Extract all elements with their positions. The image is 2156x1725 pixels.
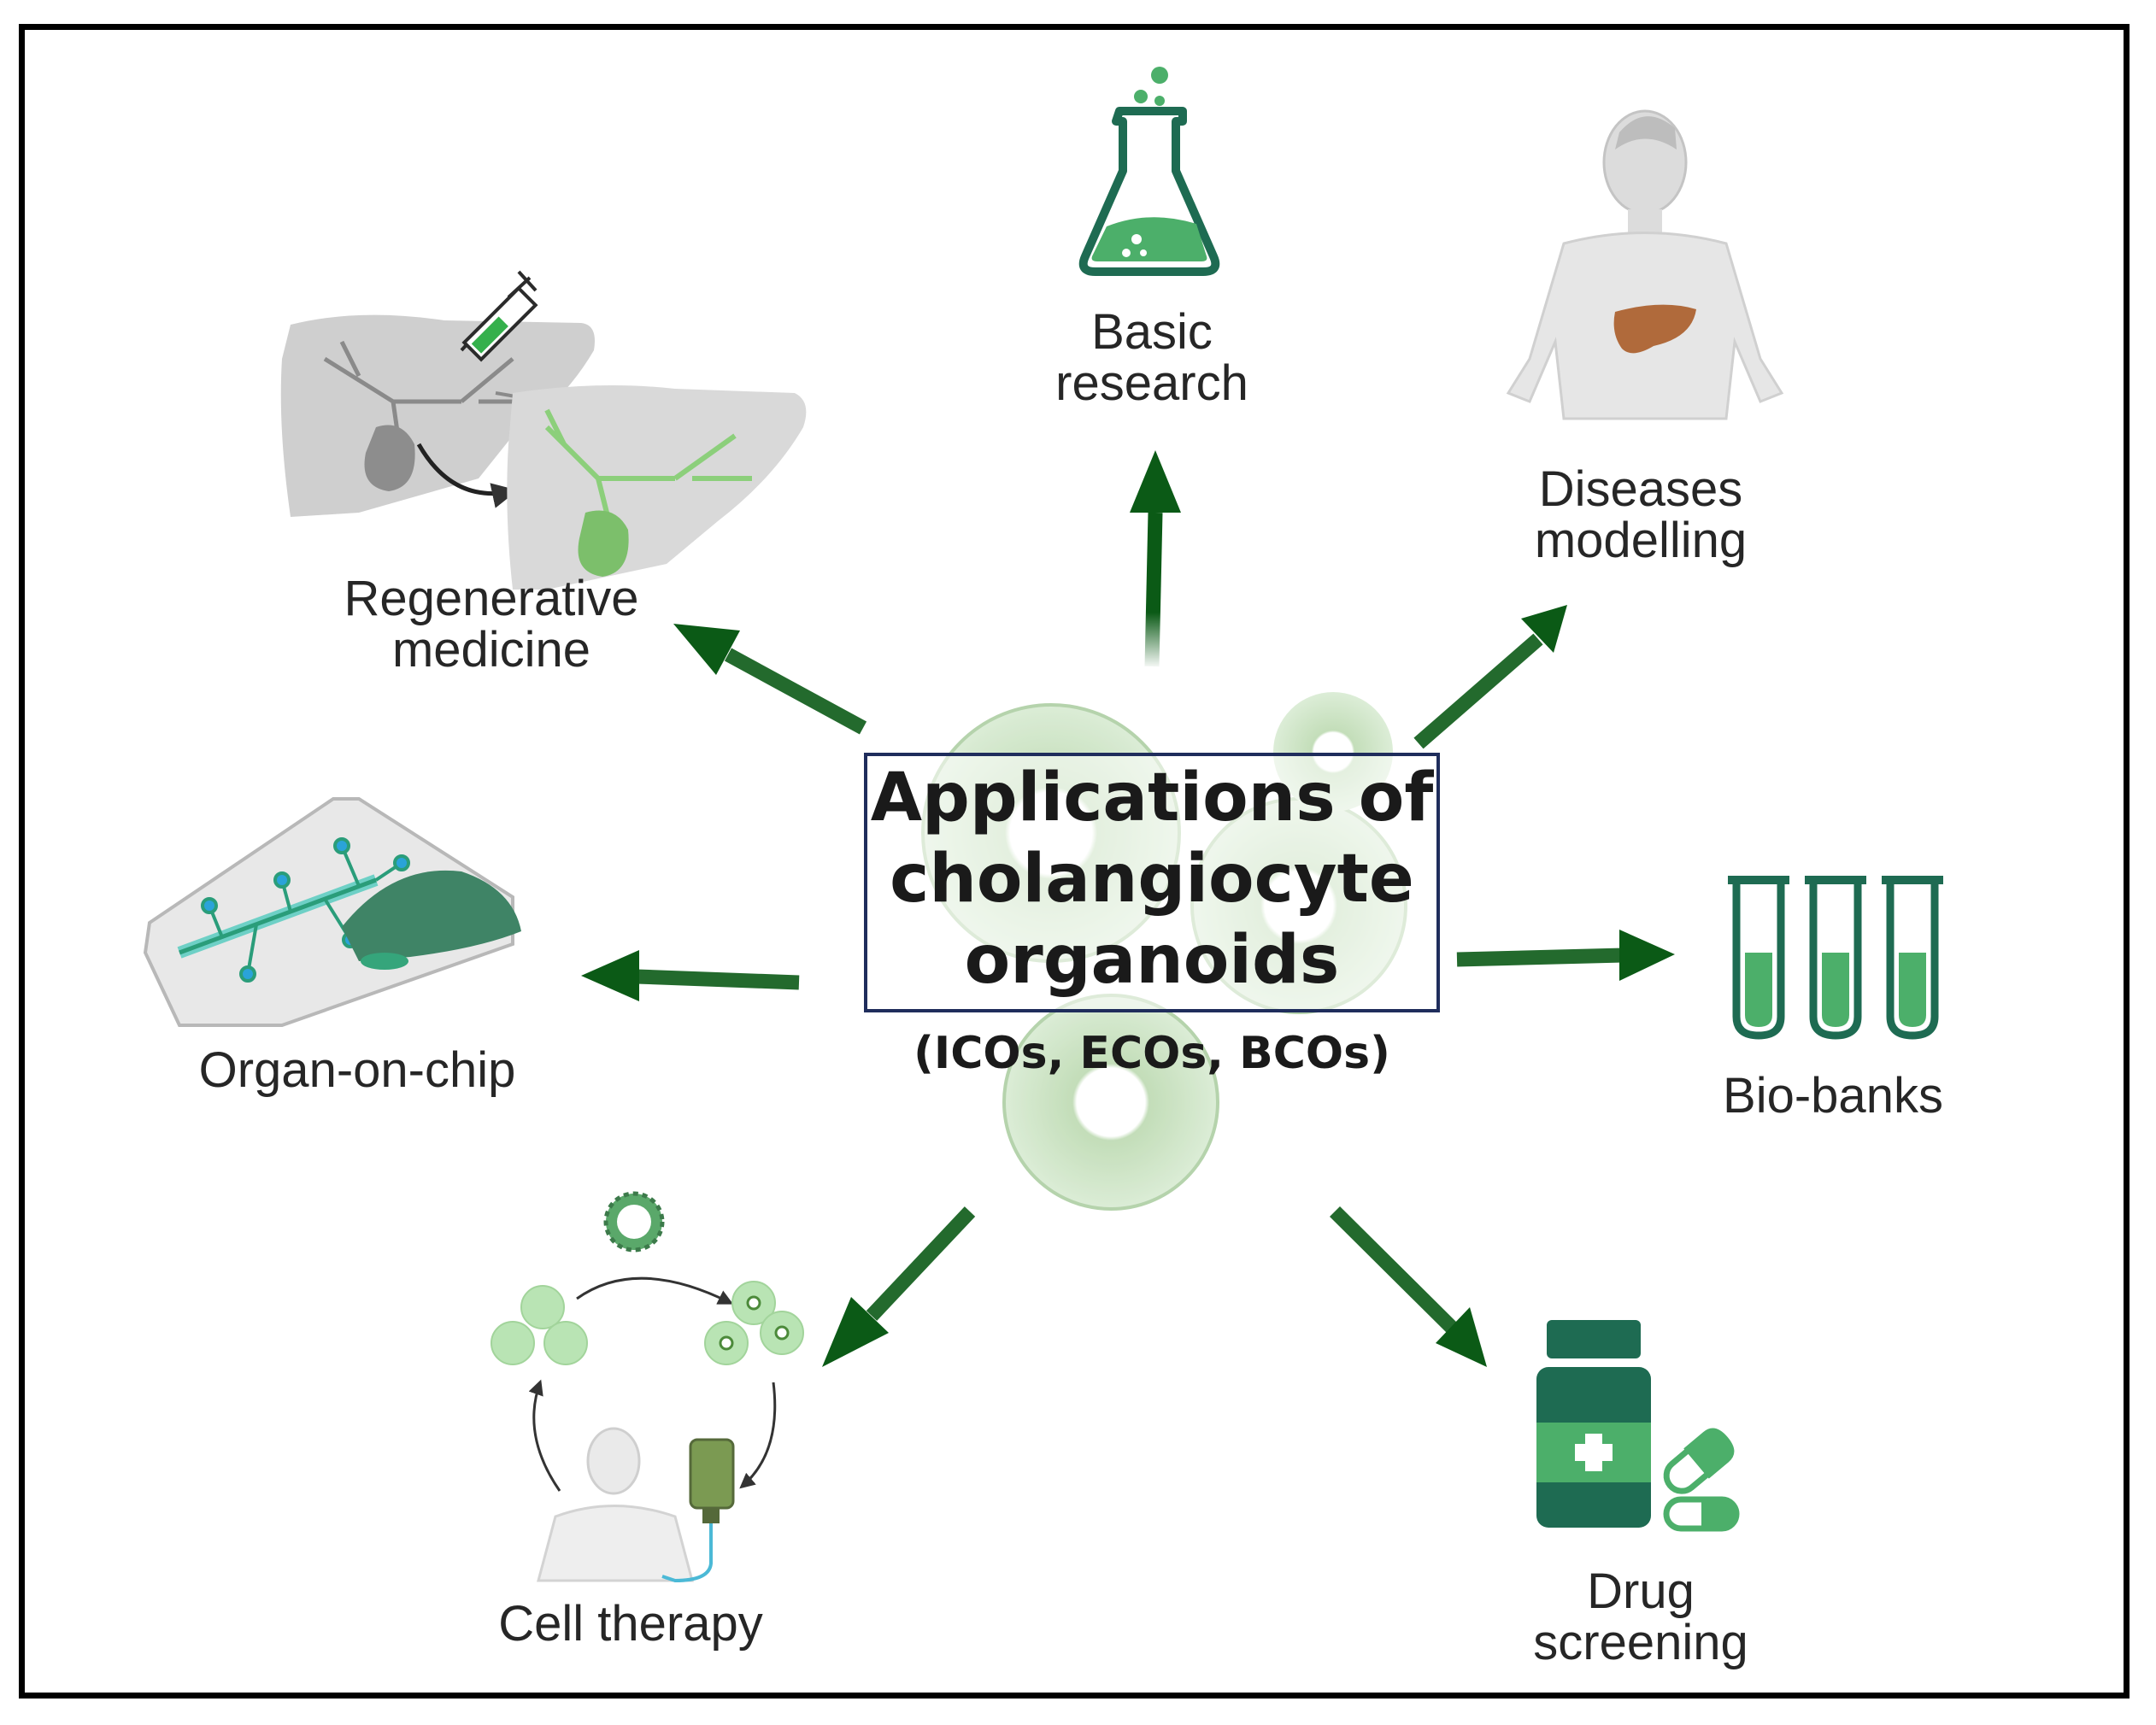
pill-bottle-icon [1536, 1320, 1651, 1528]
label-organ-on-chip: Organ-on-chip [199, 1042, 516, 1098]
arrow-bio-banks [1456, 930, 1675, 981]
label-basic-research-line: research [1055, 355, 1248, 411]
label-drug-screening-line: screening [1533, 1615, 1748, 1670]
test-tubes-icon [1728, 876, 1943, 1040]
arrow-diseases-modelling [1413, 605, 1567, 749]
liver-syringe-illustration [280, 270, 807, 590]
arrow-regenerative-medicine [673, 624, 867, 735]
organ-on-chip-illustration [143, 797, 521, 1027]
cell-therapy-illustration [491, 1191, 804, 1583]
title-line: cholangiocyte [890, 841, 1414, 918]
arrow-cell-therapy [822, 1206, 976, 1367]
pill-capsules-icon [1663, 1428, 1740, 1532]
label-regenerative-medicine-line: medicine [392, 622, 590, 678]
organoid-icon [603, 1191, 665, 1253]
label-basic-research-line: Basic [1091, 304, 1213, 360]
title-line: organoids [965, 922, 1340, 999]
center-title-box: Applications of cholangiocyte organoids [864, 753, 1440, 1012]
arrows [581, 450, 1675, 1367]
center-subtitle: (ICOs, ECOs, BCOs) [914, 1028, 1390, 1079]
outer-frame [19, 24, 2130, 1699]
test-tube-icon [1728, 876, 1789, 1040]
label-regenerative-medicine-line: Regenerative [344, 571, 639, 626]
label-bio-banks: Bio-banks [1723, 1068, 1943, 1124]
human-body-liver-icon [1506, 109, 1784, 420]
syringe-icon [460, 270, 538, 362]
test-tube-icon [1805, 876, 1866, 1040]
label-drug-screening-line: Drug [1587, 1564, 1695, 1619]
label-diseases-modelling-line: Diseases [1539, 461, 1743, 517]
label-diseases-modelling-line: modelling [1535, 513, 1747, 568]
flask-icon [1078, 67, 1220, 276]
test-tube-icon [1882, 876, 1943, 1040]
label-cell-therapy: Cell therapy [498, 1596, 762, 1652]
arrow-basic-research [1130, 450, 1181, 667]
arrow-organ-on-chip [581, 950, 800, 1001]
title-line: Applications of [871, 760, 1435, 836]
arrow-drug-screening [1330, 1206, 1487, 1367]
